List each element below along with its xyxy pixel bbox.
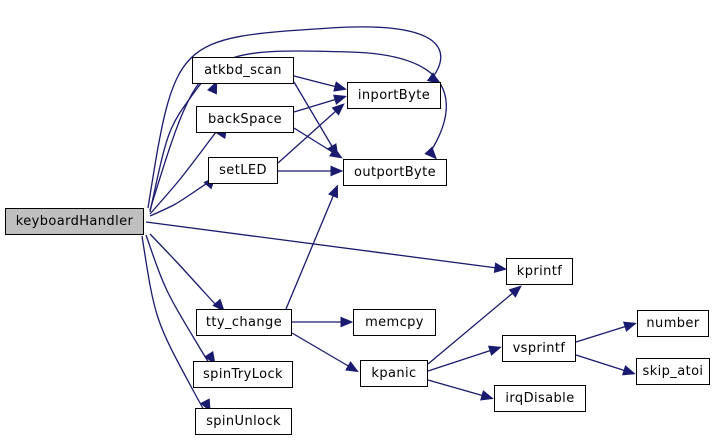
edge-keyboardHandler-to-kprintf [145,221,498,269]
graph-node-kprintf[interactable]: kprintf [506,258,573,285]
edge-kpanic-to-irqDisable-arrowhead [480,390,494,401]
edge-keyboardHandler-to-tty_change [149,233,224,312]
edge-setLED-to-inportByte-arrowhead [331,103,345,116]
graph-node-backSpace[interactable]: backSpace [196,106,294,133]
graph-node-skip_atoi[interactable]: skip_atoi [636,358,710,385]
graph-node-inportByte[interactable]: inportByte [347,82,441,109]
edge-setLED-to-outportByte-arrowhead [330,165,344,177]
edge-keyboardHandler-to-spinTryLock [145,234,218,374]
graph-node-label: setLED [219,163,267,178]
graph-node-label: skip_atoi [642,364,704,379]
graph-node-irqDisable[interactable]: irqDisable [494,385,586,412]
edge-tty_change-to-outportByte [285,193,335,310]
graph-node-label: spinTryLock [203,367,283,382]
graph-node-label: outportByte [353,165,437,180]
graph-node-setLED[interactable]: setLED [208,157,278,184]
graph-node-label: number [646,316,700,331]
graph-node-keyboardHandler[interactable]: keyboardHandler [5,208,144,235]
graph-node-spinTryLock[interactable]: spinTryLock [193,361,293,388]
edge-vsprintf-to-number [575,325,628,343]
edge-kpanic-to-irqDisable [427,379,485,397]
edge-keyboardHandler-to-tty_change-arrowhead [212,298,225,312]
graph-node-memcpy[interactable]: memcpy [353,309,436,336]
graph-node-label: memcpy [365,315,424,330]
graph-node-label: kprintf [516,264,563,279]
edge-kpanic-to-vsprintf [427,349,493,372]
graph-node-atkbd_scan[interactable]: atkbd_scan [192,57,294,84]
edge-tty_change-to-memcpy-arrowhead [340,316,354,328]
edge-keyboardHandler-to-atkbd_scan-arrowhead [207,80,218,95]
graph-node-spinUnlock[interactable]: spinUnlock [195,408,292,435]
graph-node-label: vsprintf [512,341,566,356]
edge-keyboardHandler-to-outportByte [149,50,447,211]
edge-kpanic-to-kprintf-arrowhead [508,285,522,298]
edge-setLED-to-inportByte [277,109,338,164]
edge-backSpace-to-inportByte [293,98,338,113]
edge-tty_change-to-kpanic-arrowhead [345,361,359,373]
graph-node-outportByte[interactable]: outportByte [343,159,447,186]
edge-vsprintf-to-skip_atoi [575,354,627,372]
graph-node-label: tty_change [205,315,283,330]
edge-keyboardHandler-to-kprintf-arrowhead [493,262,508,273]
graph-node-label: atkbd_scan [204,63,282,78]
graph-node-label: keyboardHandler [15,214,134,229]
edge-backSpace-to-outportByte-arrowhead [329,147,343,159]
graph-node-tty_change[interactable]: tty_change [196,309,292,336]
edge-vsprintf-to-skip_atoi-arrowhead [621,365,636,376]
graph-node-vsprintf[interactable]: vsprintf [502,335,576,362]
edge-kpanic-to-kprintf [427,291,515,365]
graph-node-label: backSpace [207,112,283,127]
edge-keyboardHandler-to-setLED [149,180,212,217]
edge-kpanic-to-vsprintf-arrowhead [487,345,502,356]
edge-vsprintf-to-number-arrowhead [623,321,637,332]
edge-atkbd_scan-to-outportByte [293,81,334,149]
edge-keyboardHandler-to-atkbd_scan [149,72,216,213]
graph-node-label: inportByte [357,88,431,103]
edge-keyboardHandler-to-inportByte [147,26,442,209]
edge-keyboardHandler-to-spinTryLock-arrowhead [204,351,216,365]
edge-atkbd_scan-to-inportByte [293,75,338,88]
edge-backSpace-to-outportByte [293,127,335,154]
edge-keyboardHandler-to-outportByte-arrowhead [424,146,438,160]
graph-node-label: kpanic [371,366,417,381]
edge-atkbd_scan-to-inportByte-arrowhead [333,81,347,92]
edge-backSpace-to-inportByte-arrowhead [333,94,347,105]
graph-node-label: irqDisable [505,391,575,406]
edge-tty_change-to-outportByte-arrowhead [328,184,338,199]
graph-node-kpanic[interactable]: kpanic [360,360,428,387]
graph-node-number[interactable]: number [637,310,709,337]
graph-node-label: spinUnlock [206,414,281,429]
edge-tty_change-to-kpanic [291,332,351,368]
